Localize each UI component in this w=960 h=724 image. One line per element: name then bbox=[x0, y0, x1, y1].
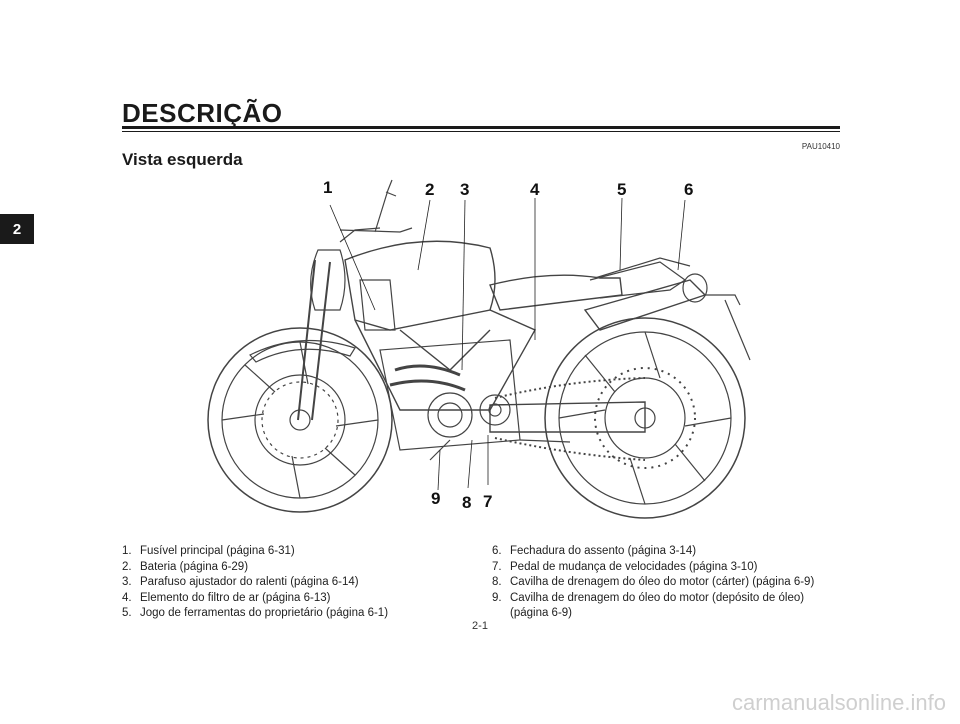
watermark: carmanualsonline.info bbox=[731, 690, 946, 715]
section-title: DESCRIÇÃO bbox=[122, 98, 283, 128]
chapter-tab: 2 bbox=[0, 214, 34, 244]
callout-8: 8 bbox=[462, 493, 472, 512]
legend-item: 3.Parafuso ajustador do ralenti (página … bbox=[122, 576, 359, 588]
legend-right: 6.Fechadura do assento (página 3-14) 7.P… bbox=[492, 544, 814, 622]
motorcycle-illustration bbox=[207, 179, 751, 519]
callout-7: 7 bbox=[483, 492, 493, 511]
legend-item: 7.Pedal de mudança de velocidades (págin… bbox=[492, 560, 758, 573]
legend-item-continuation: (página 6-9) bbox=[510, 607, 573, 619]
title-rule-thick bbox=[122, 126, 840, 129]
reference-code: PAU10410 bbox=[801, 142, 840, 151]
page-subtitle: Vista esquerda bbox=[122, 150, 243, 169]
legend-item: 9.Cavilha de drenagem do óleo do motor (… bbox=[492, 591, 805, 604]
callout-5: 5 bbox=[617, 180, 627, 199]
legend-item: 8.Cavilha de drenagem do óleo do motor (… bbox=[492, 576, 815, 588]
callout-1: 1 bbox=[323, 178, 333, 197]
front-tire bbox=[207, 327, 393, 513]
callout-3: 3 bbox=[460, 180, 470, 199]
callout-9: 9 bbox=[431, 489, 441, 508]
legend-item: 5.Jogo de ferramentas do proprietário (p… bbox=[122, 607, 389, 619]
callout-4: 4 bbox=[530, 180, 540, 199]
legend-item: 2.Bateria (página 6-29) bbox=[122, 560, 249, 573]
rear-tire bbox=[544, 317, 746, 519]
callout-2: 2 bbox=[425, 180, 435, 199]
legend-left: 1.Fusível principal (página 6-31) 2.Bate… bbox=[122, 544, 388, 622]
legend-item: 4.Elemento do filtro de ar (página 6-13) bbox=[122, 591, 331, 604]
callout-6: 6 bbox=[684, 180, 694, 199]
legend-item: 6.Fechadura do assento (página 3-14) bbox=[492, 545, 697, 557]
title-rule-thin bbox=[122, 131, 840, 132]
legend-item: 1.Fusível principal (página 6-31) bbox=[122, 545, 295, 557]
page-number: 2-1 bbox=[472, 620, 488, 632]
